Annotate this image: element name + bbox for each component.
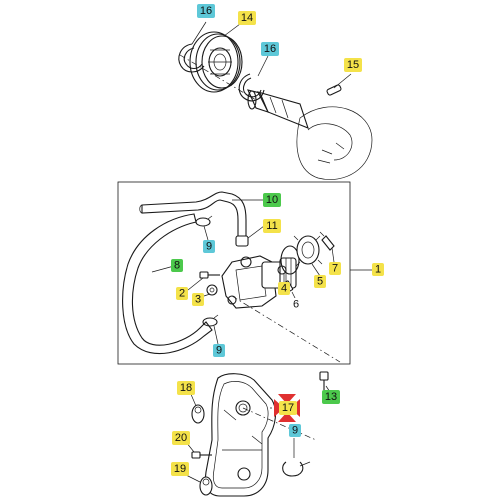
circlip-right [238, 55, 269, 102]
pump-cover [204, 373, 277, 497]
callout-label: 19 [174, 463, 186, 475]
clamp-bottom [282, 438, 311, 477]
callout-label: 14 [241, 12, 253, 24]
cover-screw [185, 441, 212, 459]
callout-label: 1 [375, 264, 381, 276]
callout-1: 1 [372, 263, 384, 276]
hose-end-cap [235, 225, 265, 247]
callout-5: 5 [314, 275, 326, 288]
callout-3: 3 [192, 293, 204, 306]
pulley [189, 23, 243, 93]
callout-18: 18 [177, 381, 195, 395]
callout-label: 16 [200, 5, 212, 17]
callout-label: 6 [293, 299, 299, 311]
bolt [187, 271, 220, 291]
callout-20: 20 [172, 431, 190, 445]
callout-label: 9 [292, 425, 298, 437]
o-ring [280, 245, 300, 275]
crankcase-shaft [247, 73, 373, 180]
grommet-lower [183, 473, 213, 496]
washer [203, 284, 218, 297]
grommet-upper [189, 391, 205, 424]
pulley-assembly [178, 21, 373, 180]
callout-9-lower: 9 [213, 344, 225, 357]
callout-label: 4 [281, 283, 287, 295]
callout-4: 4 [278, 282, 290, 295]
callout-label: 16 [264, 43, 276, 55]
callout-8: 8 [171, 259, 183, 272]
callout-2: 2 [176, 287, 188, 300]
callout-label: 9 [216, 345, 222, 357]
callout-label: 15 [347, 59, 359, 71]
callout-14: 14 [238, 11, 256, 25]
callout-label: 18 [180, 382, 192, 394]
callout-label: 10 [266, 194, 278, 206]
callout-15: 15 [344, 58, 362, 72]
callout-label: 3 [195, 294, 201, 306]
cover-bolt [319, 371, 331, 393]
callout-11: 11 [263, 219, 281, 233]
callout-17: 17 [279, 401, 297, 415]
callout-label: 13 [325, 391, 337, 403]
callout-13: 13 [322, 390, 340, 404]
callout-label: 7 [332, 263, 338, 275]
callout-label: 8 [174, 260, 180, 272]
hose-left [122, 213, 213, 355]
callout-6: 6 [290, 298, 302, 311]
small-washer [277, 265, 287, 282]
callout-label: 17 [282, 402, 294, 414]
clamp-lower [202, 314, 219, 345]
callout-7: 7 [329, 262, 341, 275]
shaft-pin [319, 231, 335, 263]
cover-assembly [183, 371, 331, 497]
clamp-upper [195, 215, 213, 241]
callout-label: 2 [179, 288, 185, 300]
callout-19: 19 [171, 462, 189, 476]
impeller [293, 235, 323, 277]
callout-label: 9 [206, 241, 212, 253]
callout-9-bottom: 9 [289, 424, 301, 437]
callout-16-top-right: 16 [261, 42, 279, 56]
callout-label: 5 [317, 276, 323, 288]
callout-16-top-left: 16 [197, 4, 215, 18]
pump-kit-frame [117, 181, 372, 365]
callout-label: 20 [175, 432, 187, 444]
callout-label: 11 [266, 220, 277, 232]
callout-10: 10 [263, 193, 281, 207]
callout-9-upper: 9 [203, 240, 215, 253]
